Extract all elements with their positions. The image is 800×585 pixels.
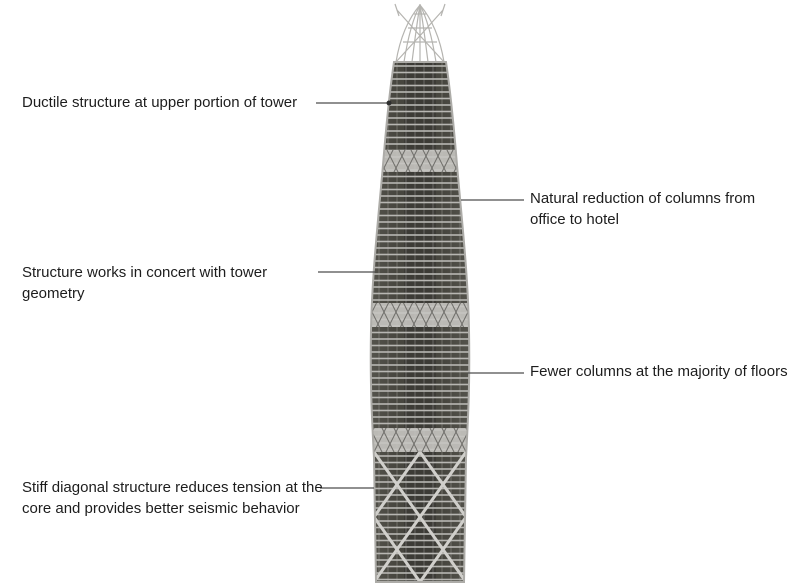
label-ductile-structure: Ductile structure at upper portion of to… <box>22 94 298 111</box>
leader-dot <box>386 100 392 106</box>
belt-truss-bands <box>370 150 470 452</box>
label-natural-reduction-columns: Natural reduction of columns from office… <box>530 190 756 228</box>
base-diagrid <box>370 452 470 582</box>
label-stiff-diagonal-structure: Stiff diagonal structure reduces tension… <box>22 479 323 517</box>
crown-wireframe-icon <box>394 3 446 63</box>
tower-outline <box>369 61 471 583</box>
tower-body <box>370 62 470 582</box>
label-fewer-columns: Fewer columns at the majority of floors <box>530 363 788 380</box>
label-structure-geometry: Structure works in concert with tower ge… <box>22 264 268 302</box>
